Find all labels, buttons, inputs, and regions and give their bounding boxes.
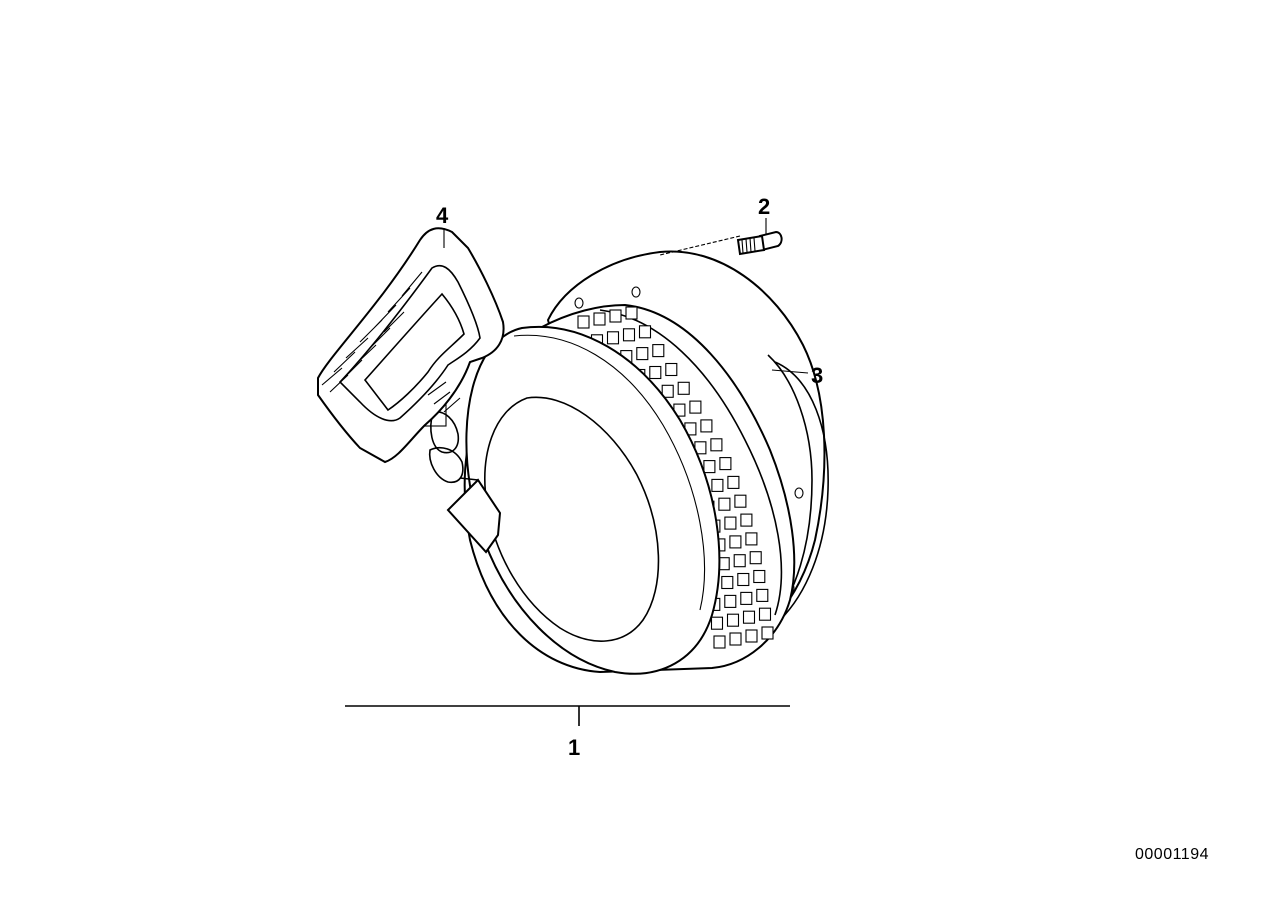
vent-slot: [756, 588, 769, 602]
vent-slot: [729, 632, 742, 646]
vent-slot: [742, 610, 756, 624]
vent-slot: [593, 312, 606, 326]
vent-slot: [724, 516, 737, 530]
vent-slot: [700, 419, 713, 433]
vent-slot: [625, 306, 638, 320]
rope-guide: [423, 399, 502, 554]
screw-axis-line: [659, 235, 741, 256]
vent-slot: [713, 635, 726, 649]
vent-slot: [622, 328, 636, 342]
vent-slot: [753, 569, 766, 584]
vent-slot: [729, 535, 742, 549]
vent-slot: [745, 629, 758, 643]
vent-slot: [719, 457, 732, 471]
flange-hole-top: [631, 286, 641, 298]
vent-slot: [661, 384, 674, 398]
screw: [736, 230, 783, 256]
vent-slot: [740, 513, 753, 527]
leader-line-3: [771, 369, 809, 374]
vent-slot: [606, 331, 620, 345]
vent-slot: [652, 344, 665, 358]
vent-slot: [758, 607, 772, 621]
vent-slot: [638, 325, 652, 339]
vent-slot: [577, 315, 590, 329]
vent-slot: [711, 478, 724, 492]
vent-slot: [761, 626, 774, 640]
vent-slot: [724, 594, 737, 608]
vent-slot: [740, 591, 753, 605]
vent-slot: [703, 460, 716, 474]
pull-handle: [317, 227, 505, 464]
callout-1: 1: [568, 735, 580, 760]
vent-slot: [677, 381, 690, 395]
vent-slot: [636, 347, 649, 361]
vent-slot: [734, 494, 747, 508]
document-number: 00001194: [1135, 846, 1209, 863]
callout-3: 3: [811, 363, 823, 388]
callout-2: 2: [758, 194, 770, 219]
vent-slot: [649, 365, 662, 380]
vent-slot: [745, 532, 758, 546]
vent-slot: [737, 572, 750, 587]
vent-slot: [689, 400, 702, 414]
vent-slot: [718, 497, 731, 511]
vent-slot: [710, 616, 724, 630]
vent-slot: [733, 554, 746, 568]
vent-slot: [609, 309, 622, 323]
vent-slot: [749, 551, 762, 565]
vent-slot: [726, 613, 740, 627]
vent-slot: [665, 362, 678, 377]
flange-hole-left: [574, 297, 584, 309]
callout-4: 4: [436, 203, 449, 228]
vent-slot: [721, 575, 734, 590]
flange-hole-right: [794, 487, 804, 499]
vent-slot: [710, 438, 723, 452]
vent-slot: [727, 475, 740, 489]
